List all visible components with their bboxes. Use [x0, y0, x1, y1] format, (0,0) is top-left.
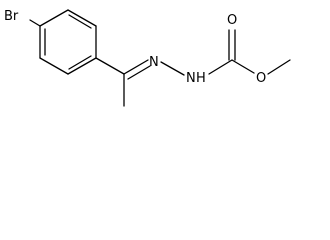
ring-bond-6 [39, 9, 69, 27]
ring-inner-double-1 [68, 14, 92, 29]
o-methyl-bond [267, 59, 291, 75]
ring-to-imine-carbon-bond [95, 57, 125, 75]
c-br-bond [29, 19, 41, 27]
n-n-bond [160, 61, 185, 76]
c-n-double-bond-inner [127, 65, 151, 80]
chemical-structure-diagram: Br N N H O O [4, 9, 291, 107]
bromine-atom-label: Br [4, 9, 19, 24]
imine-nitrogen-label: N [149, 55, 159, 70]
amine-hydrogen-label: H [196, 71, 206, 86]
n-carbonyl-bond [208, 59, 233, 75]
ester-oxygen-label: O [256, 71, 266, 86]
ring-inner-double-2 [68, 55, 92, 70]
ring-bond-4 [39, 57, 69, 75]
c-n-double-bond-outer [123, 59, 149, 75]
carbonyl-oxygen-label: O [227, 13, 237, 28]
c-o-single-bond [231, 59, 255, 74]
ring-bond-3 [67, 57, 97, 75]
benzene-ring [39, 9, 97, 75]
ring-bond-1 [67, 9, 97, 27]
amine-nitrogen-label: N [186, 71, 196, 86]
